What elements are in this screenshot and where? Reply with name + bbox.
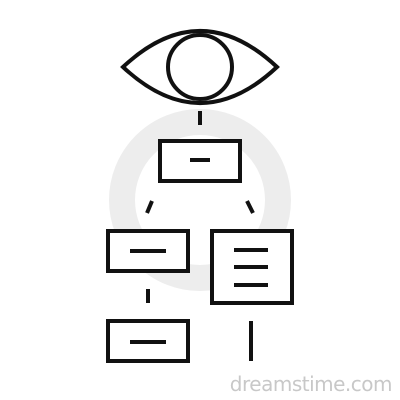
eye-iris <box>166 33 234 101</box>
connector-top-to-right <box>245 200 255 214</box>
flowchart-box-middle-left <box>106 229 190 273</box>
flowchart-box-bottom-left <box>106 319 190 363</box>
eye-icon <box>120 29 280 105</box>
eye-outline <box>120 29 280 105</box>
connector-top-to-left <box>145 200 154 214</box>
flowchart-box-top <box>158 139 242 183</box>
watermark: dreamstime.com <box>229 372 393 396</box>
watermark-label: dreamstime.com <box>229 372 393 396</box>
flowchart-box-right <box>210 229 294 305</box>
